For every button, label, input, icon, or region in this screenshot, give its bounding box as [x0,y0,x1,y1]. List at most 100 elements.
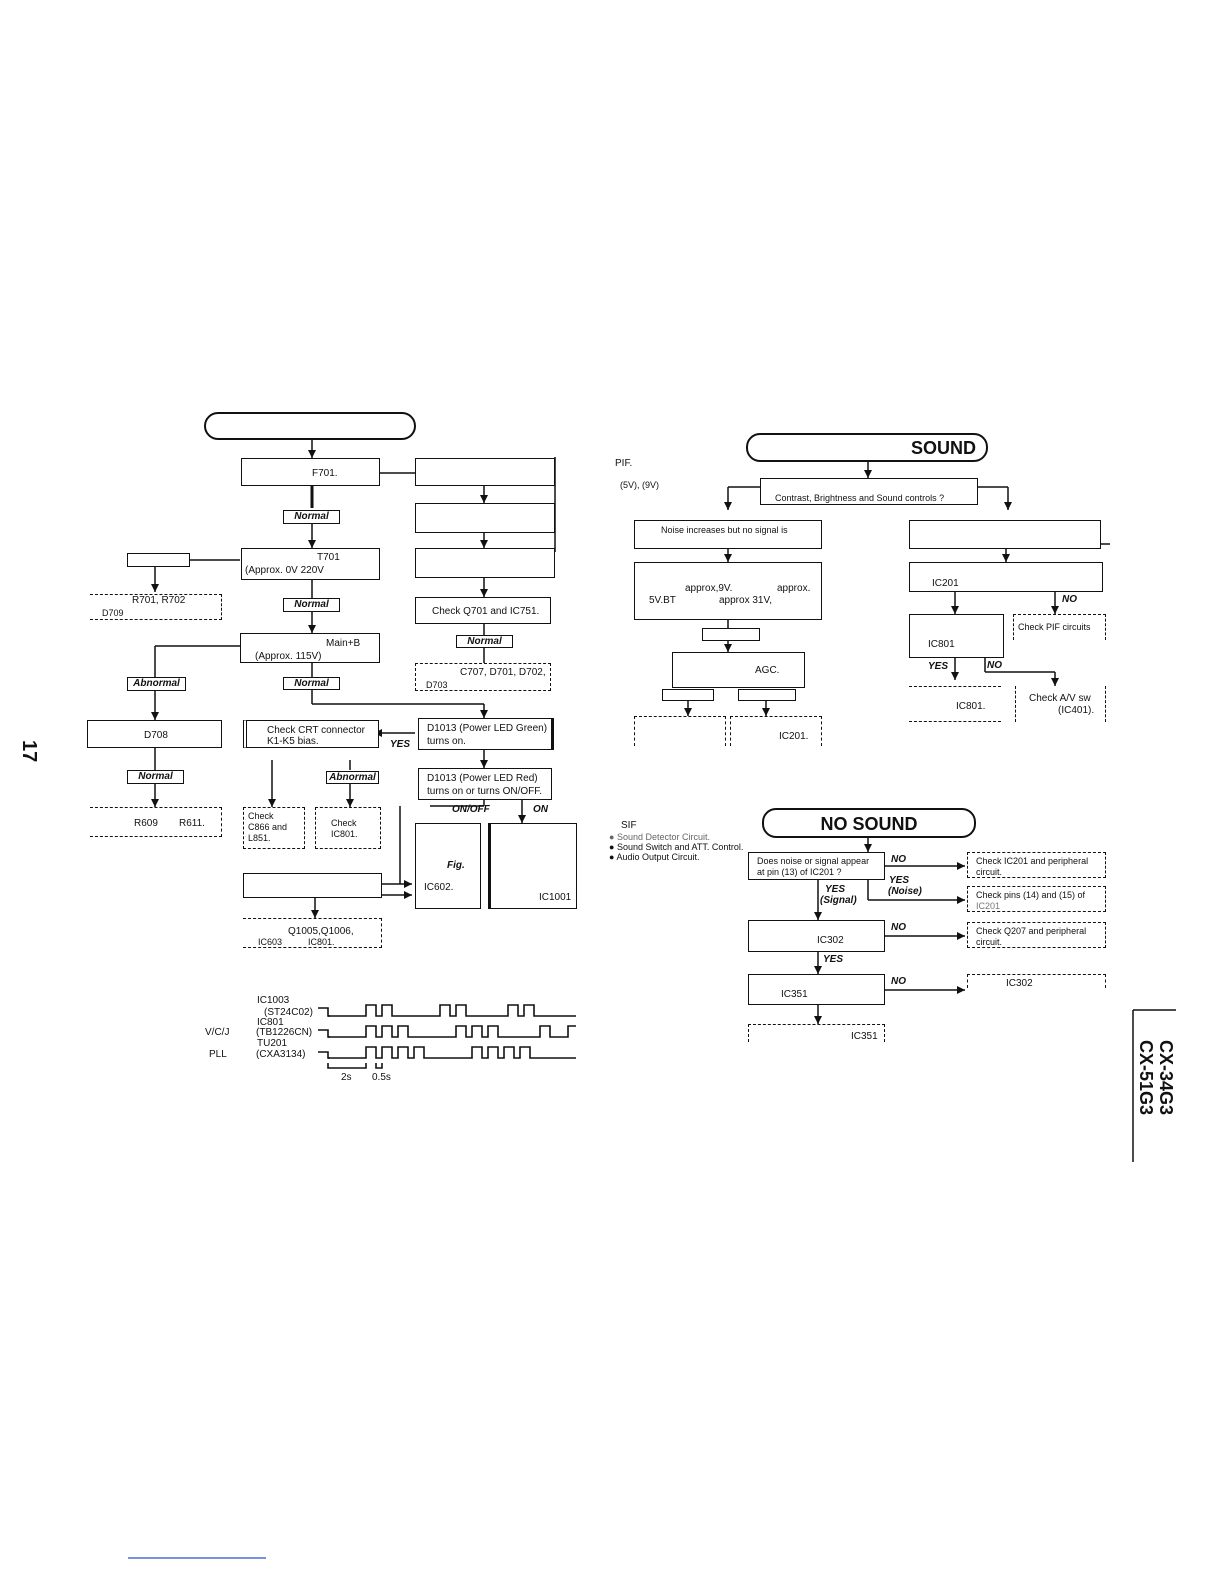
check-ic201-line1: Check IC201 and peripheral [976,856,1089,866]
noise-line1: Noise increases but no signal is [661,525,788,535]
normal-label-4: Normal [283,677,340,690]
on-label: ON [533,804,548,815]
ic302-label: IC302 [817,935,844,946]
ic351b-dashed-box: IC351 [748,1024,885,1042]
bullet-1: ● Sound Detector Circuit. [609,832,710,842]
sound-question-box: Contrast, Brightness and Sound controls … [760,478,978,505]
ic351-box: IC351 [748,974,885,1005]
bullet-3: ● Audio Output Circuit. [609,852,700,862]
check-q701-box: Check Q701 and IC751. [415,597,551,624]
sound-question: Contrast, Brightness and Sound controls … [775,493,945,503]
voltages-box: approx,9V. approx. 5V.BT approx 31V, [634,562,822,620]
approx-right-label: approx. [777,583,811,594]
r611-label: R611. [179,818,205,829]
check-pins-box: Check pins (14) and (15) of IC201 [967,886,1106,912]
check-c866-box: Check C866 and L851. [243,807,305,849]
led-red-line2: turns on or turns ON/OFF. [427,786,543,797]
ic801-label: IC801 [928,639,955,650]
normal-label-3: Normal [456,635,513,648]
led-red-box: D1013 (Power LED Red) turns on or turns … [418,768,552,800]
sif-label: SIF [621,820,637,831]
fig-ic602-box: Fig. IC602. [415,823,481,909]
check-q701-label: Check Q701 and IC751. [432,606,540,617]
check-ic801-line2: IC801. [331,829,358,839]
ic201-box: IC201 [909,562,1103,592]
mainb-box: Main+B (Approx. 115V) [240,633,380,663]
check-ic801-box: Check IC801. [315,807,381,849]
sound-right-box-1 [909,520,1101,549]
ic351-label: IC351 [781,989,808,1000]
ic801b-dashed-box: IC801. [909,686,1001,722]
led-green-box: D1013 (Power LED Green) turns on. [418,718,554,750]
check-pif-label: Check PIF circuits [1018,622,1091,632]
agc-left-dashed [634,716,726,746]
no-label-ic351: NO [891,976,906,987]
c707-label: C707, D701, D702, [460,667,546,678]
ic1001-label: IC1001 [539,892,572,903]
q1-line1: Does noise or signal appear [757,856,870,866]
nosound-title-pill: NO SOUND [762,808,976,838]
sound-title-pill: SOUND [746,433,988,462]
r701-dashed-box: R701, R702 D709 [90,594,222,620]
check-crt-box: Check CRT connector K1-K5 bias. [243,720,379,748]
d708-box: D708 [87,720,222,748]
right-column-box-2 [415,503,555,533]
check-pif-box: Check PIF circuits [1013,614,1106,640]
check-q207-line1: Check Q207 and peripheral [976,926,1087,936]
check-q207-line2: circuit. [976,937,1003,947]
check-crt-line1: Check CRT connector [267,725,366,736]
noise-label: (Noise) [888,886,922,897]
model-label-2: CX-51G3 [1136,1040,1156,1116]
no-label-q1: NO [891,854,906,865]
check-av-box: Check A/V sw (IC401). [1015,686,1106,722]
ic603-label: IC603 [258,937,283,947]
yes-label-ic801: YES [928,661,949,672]
approx31-label: approx 31V, [719,595,773,606]
check-c866-line3: L851. [248,833,271,843]
ic302-box: IC302 [748,920,885,952]
noise-box: Noise increases but no signal is [634,520,822,549]
ic1001-box: IC1001 [488,823,577,909]
check-c866-line1: Check [248,811,274,821]
f701-label: F701. [312,468,338,479]
check-pins-line1: Check pins (14) and (15) of [976,890,1086,900]
agc-box: AGC. [672,652,805,688]
right-column-box-1 [415,458,555,486]
abnormal-label-2: Abnormal [326,771,379,784]
check-ic201-line2: circuit. [976,867,1003,877]
yes-label-crt: YES [390,739,411,750]
pif-label: PIF. [615,458,633,469]
timing-tu201: TU201 [257,1038,288,1049]
timing-2s: 2s [341,1072,352,1083]
agc-right-dashed: IC201. [730,716,822,746]
no-label-ic201: NO [1062,594,1077,605]
lower-left-box [243,873,382,898]
check-c866-line2: C866 and [248,822,288,832]
mainb-label: Main+B [326,638,361,649]
r609-dashed-box: R609 R611. [90,807,222,837]
no-label-ic801: NO [987,660,1002,671]
page-number: 17 [18,740,40,763]
nosound-title: NO SOUND [820,814,918,834]
timing-05s: 0.5s [372,1072,391,1083]
agc-right-sub [738,689,796,701]
led-red-line1: D1013 (Power LED Red) [427,773,538,784]
check-pins-line2: IC201 [976,901,1001,911]
agc-left-sub [662,689,714,701]
check-crt-line2: K1-K5 bias. [267,736,319,747]
timing-st24: (ST24C02) [264,1007,313,1018]
normal-label-2: Normal [283,598,340,612]
voltages-label: (5V), (9V) [620,480,660,490]
led-green-line2: turns on. [427,736,466,747]
d709-label: D709 [102,608,124,618]
onoff-label: ON/OFF [452,804,490,815]
timing-pll: PLL [209,1049,227,1060]
check-ic801-line1: Check [331,818,357,828]
yes-signal-label: YES [825,884,846,895]
led-green-line1: D1013 (Power LED Green) [427,723,548,734]
timing-vcj: V/C/J [205,1027,230,1038]
r609-label: R609 [134,818,158,829]
check-q207-box: Check Q207 and peripheral circuit. [967,922,1106,948]
